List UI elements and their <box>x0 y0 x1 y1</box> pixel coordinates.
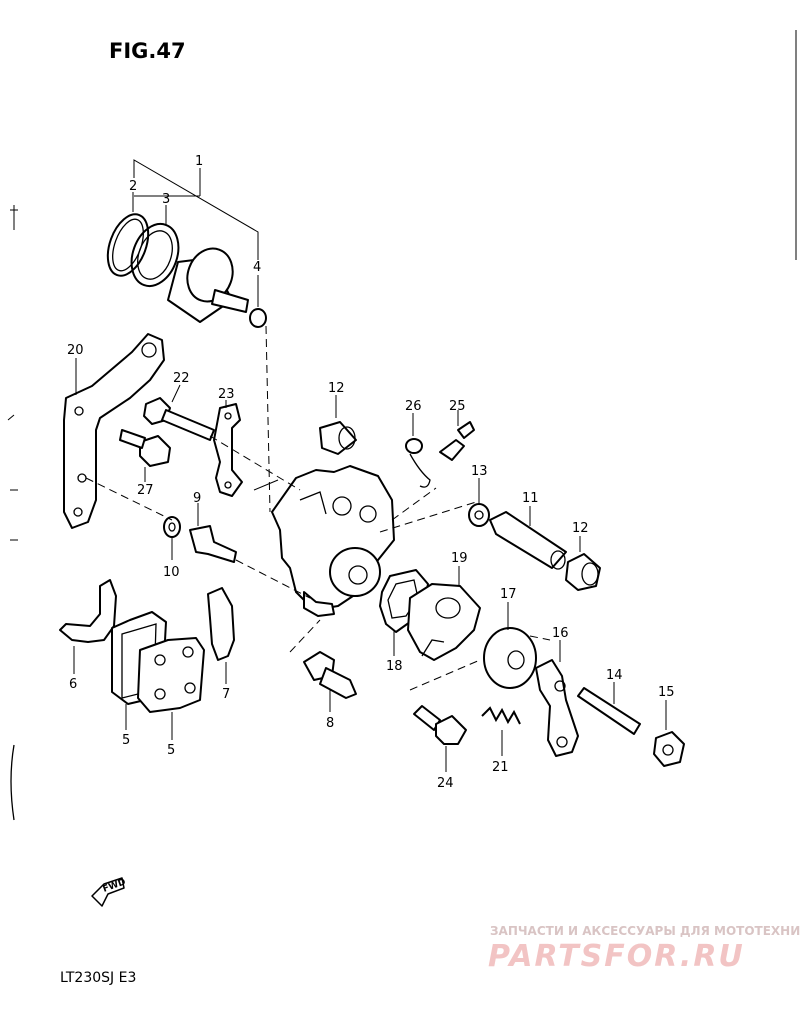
part-12-bushing-top <box>319 395 357 455</box>
callout-19: 19 <box>451 551 468 566</box>
part-12-bushing-right <box>565 536 601 591</box>
figure-title: FIG.47 <box>109 39 186 63</box>
piston-assembly-bracket <box>133 159 259 260</box>
callout-4: 4 <box>253 260 261 275</box>
part-5-brake-pad-b <box>137 637 205 740</box>
callout-12-top: 12 <box>328 381 345 396</box>
part-15-nut <box>653 700 685 767</box>
callout-27: 27 <box>137 483 154 498</box>
part-19-holder <box>407 566 481 661</box>
watermark-tagline: ЗАПЧАСТИ И АКСЕССУАРЫ ДЛЯ МОТОТЕХНИКИ <box>490 924 800 938</box>
callout-7: 7 <box>222 687 230 702</box>
callout-3: 3 <box>162 192 170 207</box>
callout-14: 14 <box>606 668 623 683</box>
part-6-shim <box>59 579 117 674</box>
part-17-cam <box>483 602 537 689</box>
callout-9: 9 <box>193 491 201 506</box>
caliper-body <box>253 465 395 617</box>
callout-26: 26 <box>405 399 422 414</box>
callout-1: 1 <box>195 154 203 169</box>
part-21-spring <box>481 706 521 756</box>
callout-13: 13 <box>471 464 488 479</box>
part-3-boot <box>130 205 180 287</box>
part-13-washer <box>468 478 490 527</box>
part-8-bolt <box>303 651 357 712</box>
callout-20: 20 <box>67 343 84 358</box>
callout-18: 18 <box>386 659 403 674</box>
part-20-bracket <box>63 333 165 529</box>
assembly-lines <box>85 325 551 691</box>
margin-marks <box>7 30 797 821</box>
callout-15: 15 <box>658 685 675 700</box>
callout-11: 11 <box>522 491 539 506</box>
callout-24: 24 <box>437 776 454 791</box>
watermark-logo: PARTSFOR.RU <box>488 939 745 974</box>
callouts: 1 2 3 4 5 5 6 7 8 9 10 11 12 12 13 14 15… <box>67 154 675 791</box>
part-22-bolt <box>143 384 215 441</box>
callout-16: 16 <box>552 626 569 641</box>
part-26-bleeder-cap <box>405 413 431 488</box>
callout-21: 21 <box>492 760 509 775</box>
callout-5a: 5 <box>122 733 130 748</box>
callout-2: 2 <box>129 179 137 194</box>
callout-8: 8 <box>326 716 334 731</box>
callout-10: 10 <box>163 565 180 580</box>
part-14-adjuster-bolt <box>577 682 641 735</box>
callout-12-right: 12 <box>572 521 589 536</box>
part-24-bolt <box>413 705 467 772</box>
model-code: LT230SJ E3 <box>60 970 136 986</box>
callout-22: 22 <box>173 371 190 386</box>
part-23-retainer <box>213 400 243 497</box>
part-10-washer <box>163 516 181 560</box>
part-25-bleeder-screw <box>439 410 475 461</box>
callout-17: 17 <box>500 587 517 602</box>
part-7-pad-spring <box>207 587 235 684</box>
piston <box>167 247 249 323</box>
fwd-arrow-icon: FWD <box>91 877 127 907</box>
part-27-bolt <box>119 429 171 482</box>
callout-25: 25 <box>449 399 466 414</box>
part-9-pin <box>189 503 237 563</box>
part-4-o-ring <box>249 275 267 328</box>
part-16-lever <box>535 640 579 757</box>
part-11-sleeve <box>489 506 567 570</box>
callout-23: 23 <box>218 387 235 402</box>
callout-5b: 5 <box>167 743 175 758</box>
callout-6: 6 <box>69 677 77 692</box>
